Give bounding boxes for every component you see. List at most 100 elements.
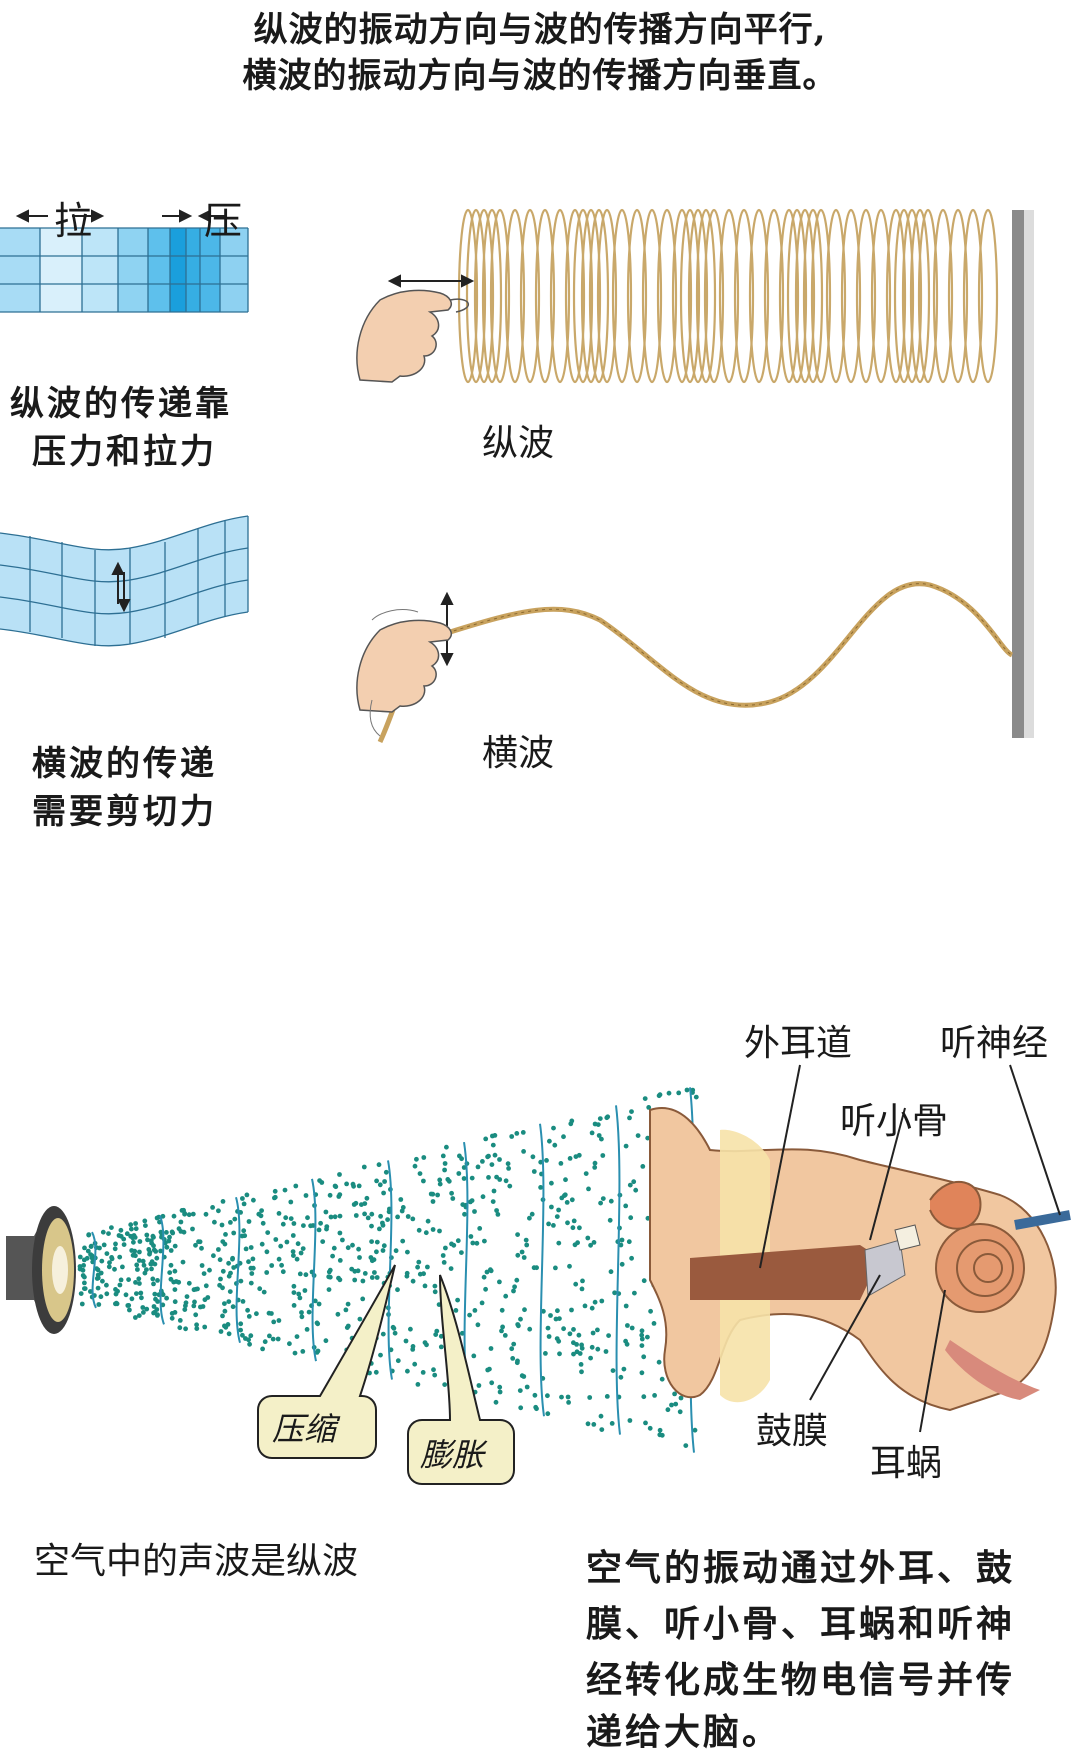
air-particle bbox=[627, 1182, 633, 1188]
air-particle bbox=[315, 1348, 321, 1354]
air-particle bbox=[142, 1218, 148, 1224]
spring-coil bbox=[733, 208, 755, 384]
longitudinal-wave-label: 纵波 bbox=[482, 423, 555, 464]
air-particle bbox=[364, 1195, 370, 1201]
air-particle bbox=[445, 1177, 451, 1182]
air-particle bbox=[571, 1351, 576, 1357]
air-particle bbox=[559, 1394, 564, 1400]
air-particle bbox=[373, 1369, 379, 1375]
air-particle bbox=[128, 1233, 134, 1239]
air-particle bbox=[623, 1338, 628, 1344]
air-particle bbox=[357, 1316, 363, 1322]
air-particle bbox=[378, 1213, 383, 1219]
air-particle bbox=[461, 1176, 467, 1181]
air-particle bbox=[449, 1241, 454, 1247]
air-particle bbox=[629, 1255, 634, 1261]
air-particle bbox=[135, 1267, 140, 1272]
air-particle bbox=[101, 1242, 107, 1248]
air-particle bbox=[243, 1246, 249, 1252]
air-particle bbox=[395, 1287, 400, 1293]
air-particle bbox=[521, 1255, 527, 1260]
air-particle bbox=[576, 1152, 582, 1158]
air-particle bbox=[632, 1290, 637, 1296]
air-particle bbox=[527, 1326, 533, 1332]
air-particle bbox=[297, 1295, 303, 1301]
air-particle bbox=[298, 1250, 304, 1256]
air-particle bbox=[416, 1227, 422, 1233]
air-particle bbox=[433, 1332, 439, 1337]
air-particle bbox=[475, 1164, 481, 1170]
air-particle bbox=[639, 1328, 645, 1334]
air-particle bbox=[552, 1142, 558, 1148]
air-particle bbox=[455, 1238, 461, 1244]
air-particle bbox=[219, 1222, 225, 1228]
spring-coil bbox=[810, 208, 832, 384]
air-particle bbox=[362, 1211, 367, 1217]
air-particle bbox=[502, 1333, 508, 1338]
air-particle bbox=[477, 1226, 483, 1231]
air-particle bbox=[538, 1185, 543, 1190]
spring-coil bbox=[549, 208, 571, 384]
spring-coil bbox=[656, 208, 678, 384]
air-particle bbox=[144, 1232, 150, 1238]
air-particle bbox=[551, 1223, 556, 1228]
air-particle bbox=[410, 1216, 416, 1222]
air-particle bbox=[414, 1156, 419, 1162]
air-particle bbox=[149, 1266, 154, 1272]
air-particle bbox=[587, 1395, 593, 1400]
air-particle bbox=[495, 1212, 501, 1217]
air-particle bbox=[596, 1133, 602, 1138]
air-particle bbox=[106, 1231, 111, 1236]
air-particle bbox=[392, 1330, 398, 1336]
air-particle bbox=[656, 1359, 662, 1365]
air-particle bbox=[400, 1205, 406, 1210]
air-particle bbox=[459, 1330, 465, 1336]
air-particle bbox=[265, 1230, 271, 1235]
air-particle bbox=[410, 1278, 416, 1284]
air-particle bbox=[146, 1247, 152, 1252]
spring-coil bbox=[457, 208, 479, 384]
air-particle bbox=[380, 1331, 386, 1337]
air-particle bbox=[246, 1314, 252, 1319]
air-particle bbox=[628, 1215, 634, 1221]
air-particle bbox=[267, 1333, 272, 1339]
air-particle bbox=[599, 1427, 605, 1432]
air-particle bbox=[548, 1313, 553, 1318]
air-particle bbox=[271, 1319, 277, 1325]
air-particle bbox=[136, 1313, 142, 1318]
air-particle bbox=[382, 1179, 387, 1184]
air-particle bbox=[608, 1198, 614, 1204]
air-particle bbox=[296, 1291, 302, 1297]
air-particle bbox=[220, 1313, 225, 1319]
air-particle bbox=[579, 1342, 584, 1348]
air-particle bbox=[126, 1307, 132, 1313]
air-particle bbox=[166, 1238, 172, 1244]
air-particle bbox=[665, 1407, 671, 1413]
air-particle bbox=[497, 1157, 502, 1162]
air-particle bbox=[116, 1233, 122, 1238]
air-particle bbox=[672, 1391, 677, 1397]
air-particle bbox=[82, 1245, 87, 1251]
spring-motion-arrows bbox=[387, 274, 475, 288]
air-particle bbox=[635, 1133, 641, 1138]
air-particle bbox=[172, 1299, 178, 1305]
air-particle bbox=[109, 1255, 114, 1260]
air-particle bbox=[467, 1312, 472, 1318]
air-particle bbox=[282, 1187, 288, 1193]
press-label: 压 bbox=[204, 199, 243, 243]
air-particle bbox=[250, 1256, 256, 1262]
air-particle bbox=[254, 1311, 259, 1317]
air-particle bbox=[128, 1222, 134, 1228]
air-particle bbox=[438, 1333, 444, 1339]
air-particle bbox=[259, 1208, 264, 1213]
air-particle bbox=[468, 1234, 474, 1239]
air-particle bbox=[588, 1355, 593, 1361]
air-particle bbox=[227, 1289, 233, 1294]
air-particle bbox=[527, 1215, 532, 1221]
air-particle bbox=[438, 1344, 444, 1350]
ossicles-label: 听小骨 bbox=[840, 1101, 949, 1142]
air-particle bbox=[193, 1312, 199, 1318]
air-particle bbox=[203, 1211, 209, 1217]
air-particle bbox=[676, 1090, 682, 1096]
air-particle bbox=[136, 1276, 142, 1282]
